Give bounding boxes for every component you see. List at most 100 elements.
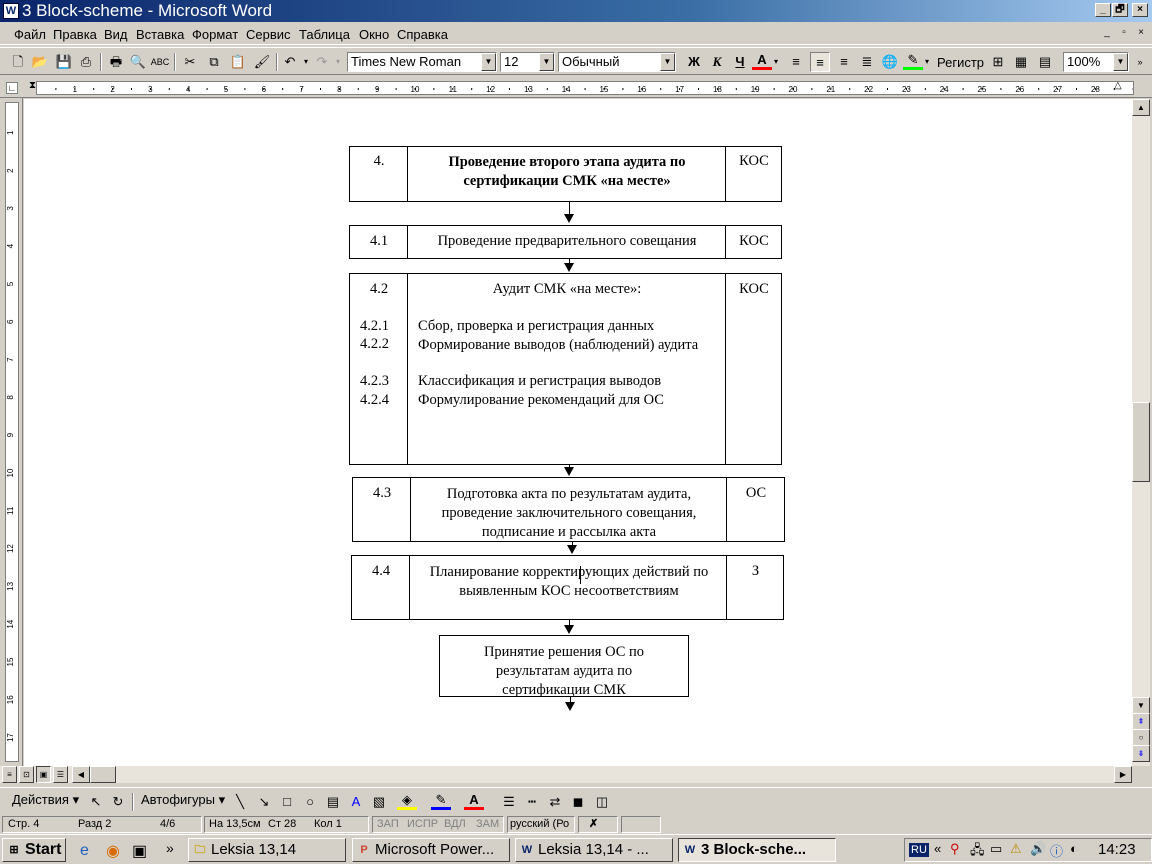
italic-button[interactable]: К — [712, 54, 722, 69]
firefox-icon[interactable]: ◉ — [106, 843, 120, 860]
horizontal-scrollbar[interactable]: ≡ ⊡ ▣ ☰ ◀ ▶ — [0, 766, 1132, 783]
align-center-icon[interactable]: ≡ — [810, 52, 830, 72]
chevron-down-icon[interactable]: ▼ — [660, 53, 675, 71]
media-player-icon[interactable]: ▣ — [132, 843, 148, 860]
line-style-icon[interactable]: ☰ — [503, 794, 515, 809]
status-language[interactable]: русский (Ро — [510, 818, 570, 830]
rectangle-icon[interactable]: □ — [283, 794, 291, 809]
print-preview-icon[interactable]: 🔍 — [129, 54, 147, 69]
scroll-up-icon[interactable]: ▲ — [1132, 99, 1150, 116]
tray-info-icon[interactable]: ⓘ — [1050, 844, 1064, 859]
horizontal-ruler[interactable]: ∟ 12345678910111213141516171819202122232… — [0, 77, 1152, 98]
chevron-down-icon[interactable]: ▼ — [481, 53, 496, 71]
open-folder-icon[interactable]: 📂 — [31, 54, 49, 69]
scroll-right-icon[interactable]: ▶ — [1114, 766, 1132, 783]
next-page-icon[interactable]: ⇟ — [1132, 745, 1150, 762]
block-4-1[interactable]: 4.1 Проведение предварительного совещани… — [349, 225, 782, 259]
format-painter-icon[interactable]: 🖌 — [253, 54, 271, 69]
line-icon[interactable]: ╲ — [236, 794, 244, 809]
doc-minimize-icon[interactable]: _ — [1104, 27, 1110, 38]
scroll-thumb[interactable] — [1132, 402, 1150, 482]
scroll-left-icon[interactable]: ◀ — [72, 766, 90, 783]
document-page[interactable]: 4. Проведение второго этапа аудита по се… — [24, 99, 1132, 766]
close-button[interactable]: × — [1132, 3, 1148, 17]
task-leksia-folder[interactable]: 🗀Leksia 13,14 — [188, 838, 346, 862]
minimize-button[interactable]: _ — [1095, 3, 1111, 17]
status-record[interactable]: ЗАП — [377, 818, 399, 830]
word-app-icon[interactable]: W — [3, 3, 19, 19]
restore-button[interactable]: 🗗 — [1112, 3, 1128, 17]
chevron-down-icon[interactable]: ▼ — [1113, 53, 1128, 71]
redo-icon[interactable]: ↷ — [316, 54, 328, 69]
bold-button[interactable]: Ж — [688, 54, 700, 69]
block-4-3[interactable]: 4.3 Подготовка акта по результатам аудит… — [352, 477, 785, 542]
hscroll-thumb[interactable] — [90, 766, 116, 783]
select-objects-icon[interactable]: ↖ — [90, 794, 102, 809]
tray-volume-icon[interactable]: 🔊 — [1030, 841, 1047, 856]
highlight-icon[interactable]: ✎ — [903, 52, 923, 70]
actions-menu[interactable]: Действия ▾ — [12, 792, 80, 807]
previous-page-icon[interactable]: ⇞ — [1132, 713, 1150, 730]
textbox-icon[interactable]: ▤ — [326, 794, 340, 809]
print-layout-icon[interactable]: ▣ — [36, 766, 51, 783]
redo-dropdown-icon[interactable]: ▾ — [335, 57, 340, 66]
vertical-ruler[interactable]: 123456789101112131415161718 — [0, 98, 23, 766]
block-4[interactable]: 4. Проведение второго этапа аудита по се… — [349, 146, 782, 202]
spelling-icon[interactable]: ABC — [150, 57, 170, 67]
ie-icon[interactable]: e — [80, 842, 89, 859]
register-button[interactable]: Регистр — [937, 55, 985, 70]
shadow-icon[interactable]: ◼ — [572, 794, 584, 809]
copy-icon[interactable]: ⧉ — [209, 54, 219, 69]
tray-security-icon[interactable]: ⚲ — [950, 841, 960, 856]
tray-display-icon[interactable]: ▭ — [990, 841, 1003, 856]
menu-window[interactable]: Окно — [359, 27, 390, 42]
block-decision[interactable]: Принятие решения ОС по результатам аудит… — [439, 635, 689, 698]
tray-network-icon[interactable]: 🖧 — [970, 842, 985, 857]
indent-marker-icon[interactable]: ⧗ — [29, 80, 37, 91]
underline-button[interactable]: Ч — [735, 54, 745, 69]
dash-style-icon[interactable]: ┅ — [528, 794, 536, 809]
menu-insert[interactable]: Вставка — [136, 27, 185, 42]
line-color-icon[interactable]: ✎ — [431, 792, 451, 810]
select-browse-object-icon[interactable]: ○ — [1132, 729, 1150, 746]
scroll-down-icon[interactable]: ▼ — [1132, 697, 1150, 714]
cut-icon[interactable]: ✂ — [184, 54, 196, 69]
tab-stop-icon[interactable]: ∟ — [6, 82, 18, 94]
menu-help[interactable]: Справка — [397, 27, 448, 42]
rotate-icon[interactable]: ↻ — [112, 794, 124, 809]
tray-warning-icon[interactable]: ⚠ — [1010, 841, 1022, 856]
title-bar[interactable]: W 3 Block-scheme - Microsoft Word _ 🗗 × — [0, 0, 1152, 22]
block-4-4[interactable]: 4.4 Планирование корректирующих действий… — [351, 555, 784, 620]
zoom-select[interactable]: 100%▼ — [1063, 52, 1129, 72]
wordart-icon[interactable]: A — [351, 794, 361, 809]
start-button[interactable]: ⊞Start — [2, 838, 66, 862]
globe-link-icon[interactable]: 🌐 — [881, 54, 899, 69]
oval-icon[interactable]: ○ — [306, 794, 314, 809]
font-color-dropdown-icon[interactable]: ▾ — [773, 57, 778, 66]
new-document-icon[interactable]: 🗋 — [12, 54, 24, 69]
tray-app-icon[interactable]: ◐ — [1070, 841, 1078, 856]
quicklaunch-overflow-icon[interactable]: » — [166, 840, 174, 856]
doc-restore-icon[interactable]: ▫ — [1122, 27, 1126, 38]
fill-color-icon[interactable]: ◈ — [397, 792, 417, 810]
toolbar-overflow-icon[interactable]: » — [1137, 57, 1143, 67]
right-indent-marker-icon[interactable]: △ — [1114, 80, 1122, 91]
font-size-select[interactable]: 12▼ — [500, 52, 555, 72]
spelling-status-icon[interactable]: ✗ — [589, 818, 599, 830]
web-view-icon[interactable]: ⊡ — [19, 766, 34, 783]
style-select[interactable]: Обычный▼ — [558, 52, 676, 72]
arrow-icon[interactable]: ↘ — [258, 794, 270, 809]
status-extend[interactable]: ВДЛ — [444, 818, 466, 830]
insert-table-icon[interactable]: ▦ — [1014, 54, 1028, 69]
permission-icon[interactable]: ⎙ — [80, 54, 92, 69]
paste-icon[interactable]: 📋 — [229, 54, 247, 69]
undo-icon[interactable]: ↶ — [284, 54, 296, 69]
save-icon[interactable]: 💾 — [55, 54, 73, 69]
arrow-style-icon[interactable]: ⇄ — [549, 794, 561, 809]
doc-close-icon[interactable]: × — [1138, 27, 1144, 38]
menu-edit[interactable]: Правка — [53, 27, 97, 42]
highlight-dropdown-icon[interactable]: ▾ — [924, 57, 929, 66]
